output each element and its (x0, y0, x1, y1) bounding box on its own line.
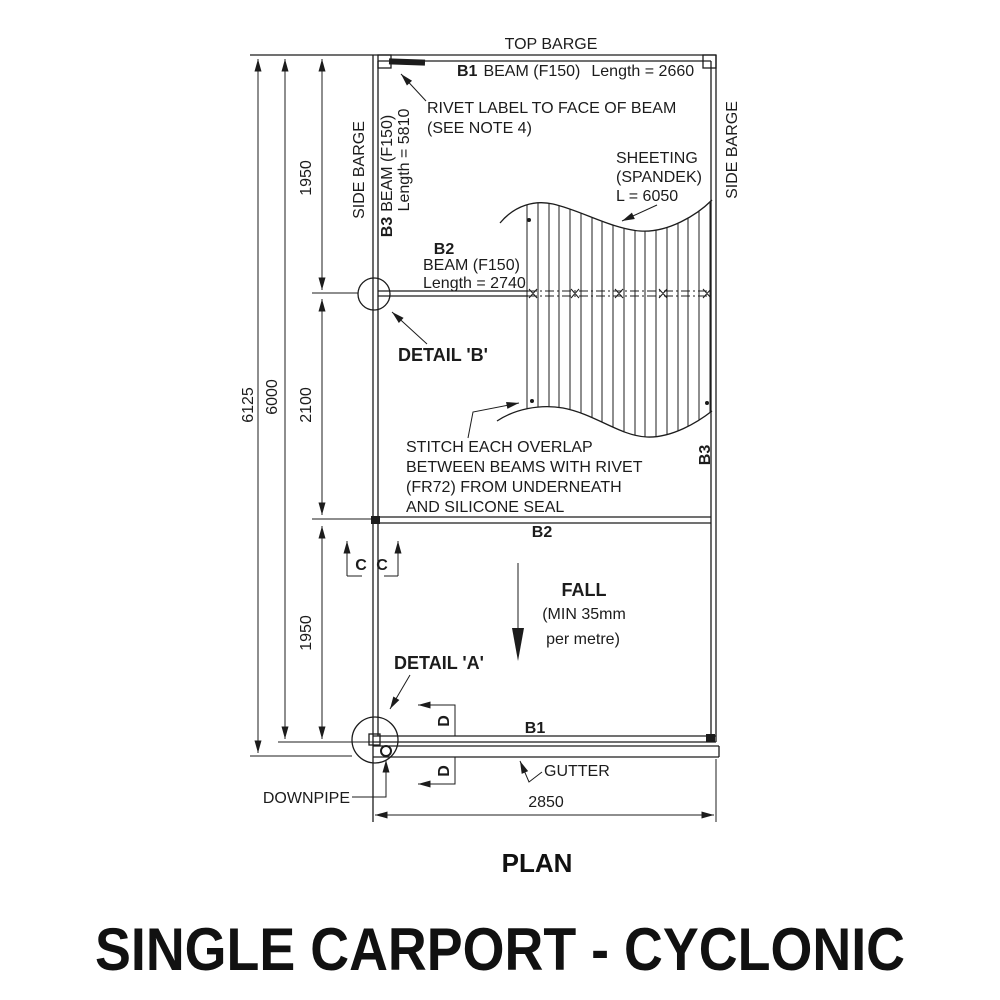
stitch-note-line2: BETWEEN BEAMS WITH RIVET (406, 459, 643, 476)
corner-bracket-top-right (702, 54, 717, 69)
beam-b1-length: Length = 2660 (591, 63, 694, 80)
stitch-note-line1: STITCH EACH OVERLAP (406, 439, 593, 456)
stitch-rivet-dot-left (530, 399, 534, 403)
fall-arrow-head (512, 628, 524, 661)
dim-bay-middle: 2100 (298, 387, 315, 423)
side-barge-right-label: SIDE BARGE (724, 101, 741, 199)
rivet-leader (400, 73, 427, 102)
gutter-label: GUTTER (544, 763, 610, 780)
stitch-rivet-dot-top (527, 218, 531, 222)
rivet-note-line1: RIVET LABEL TO FACE OF BEAM (427, 100, 676, 117)
downpipe-label: DOWNPIPE (263, 790, 350, 807)
gutter-band (373, 745, 720, 758)
detail-a-circle (351, 716, 399, 764)
sheeting-label-line1: SHEETING (616, 150, 698, 167)
section-c-left-label: C (355, 557, 367, 574)
section-markers (347, 541, 456, 788)
section-c-right-label: C (376, 557, 388, 574)
corner-block-bottom-right (706, 734, 715, 742)
dim-bay-top: 1950 (298, 160, 315, 196)
dim-width: 2850 (528, 794, 564, 811)
detail-b-leader (391, 311, 428, 345)
detail-b-circle (357, 277, 391, 311)
detail-b-label: DETAIL 'B' (398, 345, 488, 365)
sheeting-leader (621, 204, 658, 222)
fall-label-line2: (MIN 35mm (542, 606, 626, 623)
section-d-lower-label: D (436, 765, 453, 777)
drawing-title: SINGLE CARPORT - CYCLONIC (95, 916, 905, 983)
detail-a-leader (389, 674, 411, 710)
detail-a-label: DETAIL 'A' (394, 653, 484, 673)
sheeting-break-top (499, 199, 713, 232)
view-label: PLAN (502, 848, 573, 878)
rivet-note-line2: (SEE NOTE 4) (427, 120, 532, 137)
downpipe-circle (380, 745, 392, 757)
beam-b2-desc: BEAM (F150) (423, 257, 520, 274)
dim-bay-bottom: 1950 (298, 615, 315, 651)
side-barge-left-label: SIDE BARGE (351, 121, 368, 219)
stitch-note-line3: (FR72) FROM UNDERNEATH (406, 479, 622, 496)
beam-b3-tag: B3 (379, 217, 396, 238)
rivet-label-mark (388, 58, 426, 66)
sheeting-break-bottom (496, 405, 713, 438)
dim-beam-length: 6000 (264, 379, 281, 415)
member-b1-label: B1 (525, 720, 546, 737)
member-b3-label: B3 (697, 445, 714, 466)
beam-b2-upper (378, 288, 712, 299)
top-barge-label: TOP BARGE (505, 36, 598, 53)
beam-joint-x-marks (528, 288, 712, 299)
beam-b1-desc: BEAM (F150) (483, 63, 580, 80)
downpipe-leader (352, 760, 390, 798)
plan-frame (250, 54, 717, 822)
stitch-leader (467, 401, 520, 439)
beam-b2-tag: B2 (434, 241, 455, 258)
stitch-note-line4: AND SILICONE SEAL (406, 499, 564, 516)
beam-b3-callout: B3 BEAM (F150) (379, 115, 396, 237)
corner-bracket-bottom-left (368, 733, 381, 746)
dim-overall-length: 6125 (240, 387, 257, 423)
dimension-lines (250, 59, 717, 822)
section-d-upper-label: D (436, 715, 453, 727)
stitch-rivet-dot-right (705, 401, 709, 405)
beam-b3-length: Length = 5810 (396, 109, 413, 212)
beam-end-block (371, 516, 380, 524)
beam-b1-tag: B1 (457, 63, 478, 80)
beam-b3-desc: BEAM (F150) (379, 115, 396, 212)
leader-lines (352, 73, 658, 798)
gutter-leader (519, 760, 543, 783)
sheeting-label-line2: (SPANDEK) (616, 169, 702, 186)
beam-b1-callout: B1 BEAM (F150) Length = 2660 (457, 63, 694, 80)
fall-label-line1: FALL (562, 580, 607, 600)
beam-b2-lower (371, 516, 711, 524)
sheeting-label-line3: L = 6050 (616, 188, 678, 205)
fall-label-line3: per metre) (546, 631, 620, 648)
sheeting-panel (496, 199, 713, 438)
beam-b2-length: Length = 2740 (423, 275, 526, 292)
member-b2-label: B2 (532, 524, 553, 541)
